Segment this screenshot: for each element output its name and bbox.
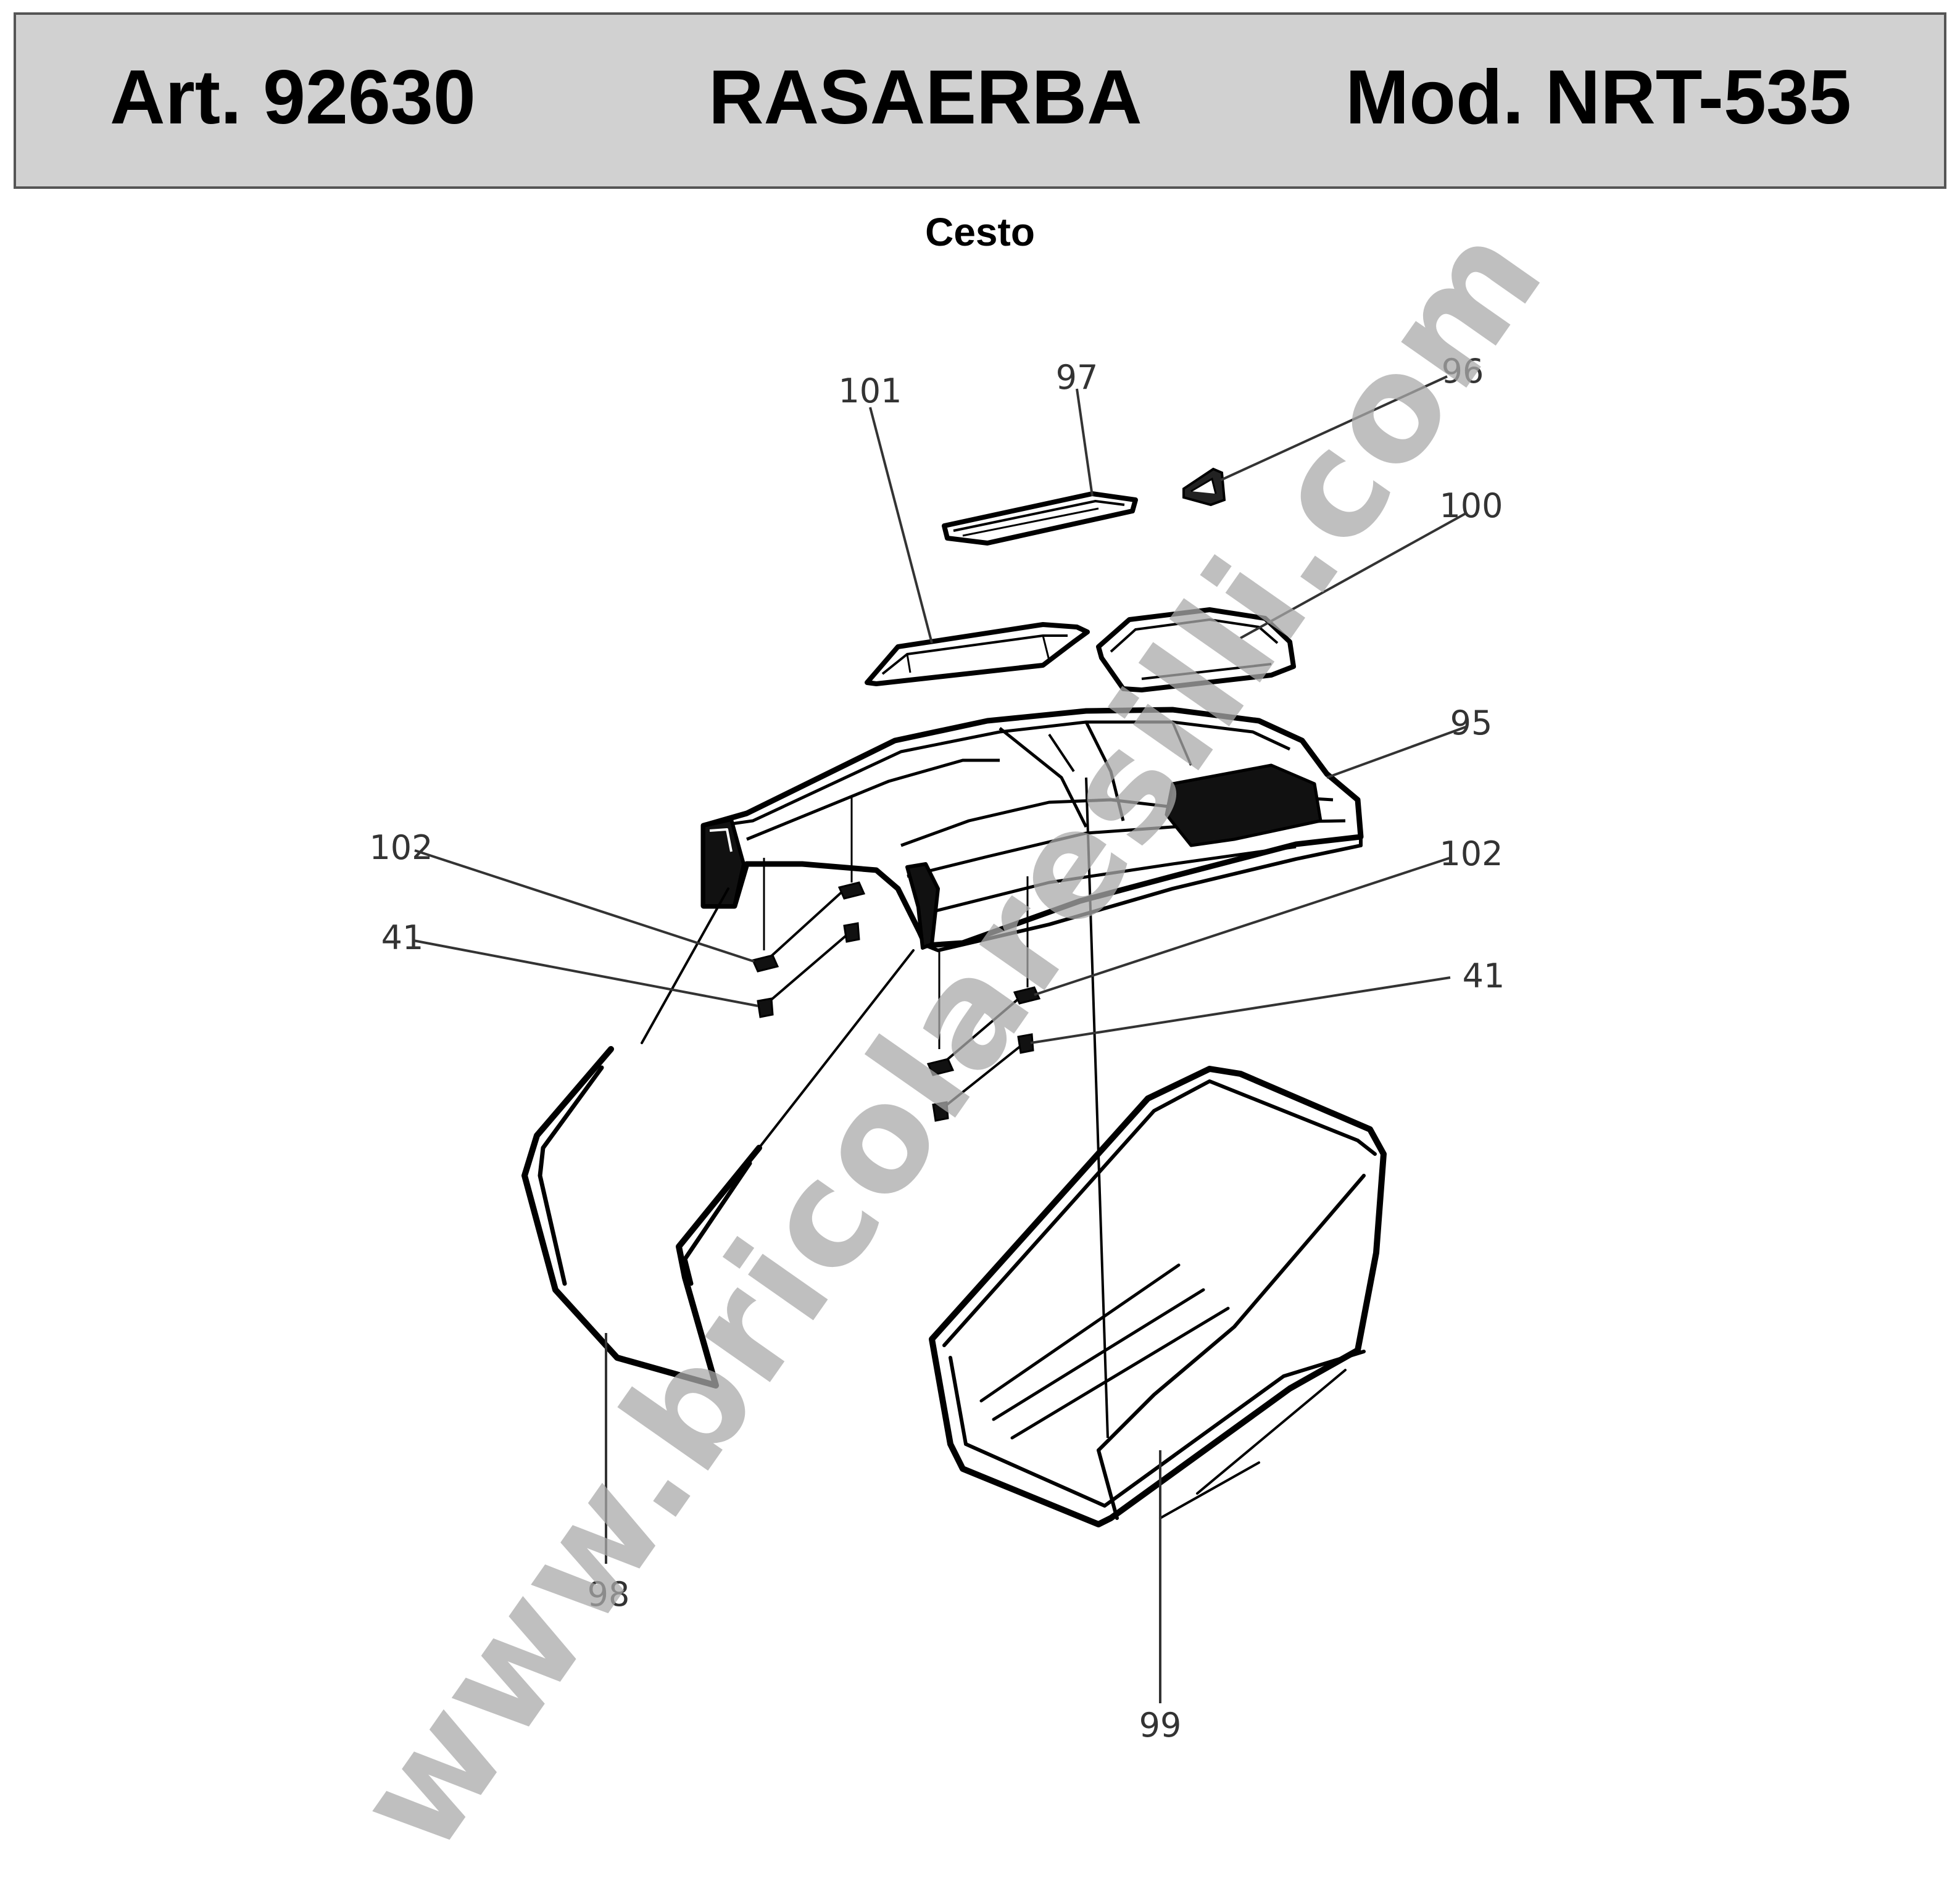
callout-98: 98 xyxy=(588,1575,630,1614)
leader-lines xyxy=(413,375,1466,1703)
model-number: Mod. NRT-535 xyxy=(1345,55,1851,140)
part-101-cover xyxy=(865,622,1090,686)
callout-102-right: 102 xyxy=(1439,834,1503,873)
part-97-handle-bar xyxy=(942,491,1138,546)
title-banner xyxy=(14,12,1946,189)
screw-41-a xyxy=(757,997,774,1018)
fasteners xyxy=(763,796,1029,1112)
screw-41-d xyxy=(1017,1033,1034,1054)
part-99-grass-bag xyxy=(929,1066,1387,1527)
callout-41-left: 41 xyxy=(381,918,424,957)
part-100-cover xyxy=(1096,607,1296,692)
callout-102-left: 102 xyxy=(369,828,433,867)
article-number: Art. 92630 xyxy=(110,55,476,140)
washer-102-b xyxy=(837,881,866,900)
callout-96: 96 xyxy=(1442,352,1484,391)
part-95-frame xyxy=(700,707,1364,952)
callout-100: 100 xyxy=(1439,486,1503,525)
callout-97: 97 xyxy=(1056,358,1098,397)
callout-99: 99 xyxy=(1139,1706,1182,1745)
screw-41-c xyxy=(932,1101,949,1122)
product-name: RASAERBA xyxy=(708,55,1142,140)
exploded-parts-diagram: 101 97 96 100 95 102 41 102 41 98 99 xyxy=(369,352,1505,1745)
callout-41-right: 41 xyxy=(1463,957,1505,995)
screw-41-b xyxy=(843,922,860,943)
washer-102-c xyxy=(926,1058,955,1076)
washer-102-d xyxy=(1013,986,1041,1005)
callout-95: 95 xyxy=(1450,704,1493,742)
part-95-to-99-line xyxy=(1085,777,1109,1439)
part-96-clip xyxy=(1182,467,1226,507)
callout-101: 101 xyxy=(838,372,902,410)
part-98-flap-frame xyxy=(521,887,915,1389)
washer-102-a xyxy=(751,954,779,973)
diagram-subtitle: Cesto xyxy=(925,210,1035,254)
